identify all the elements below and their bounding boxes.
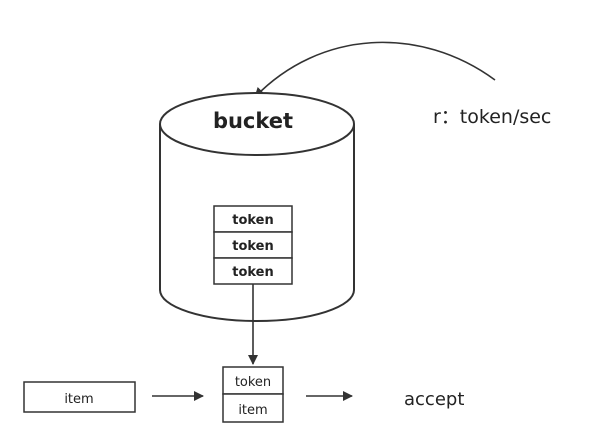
token-label: token [232,239,274,254]
bucket-top [159,92,355,156]
bucket-label: bucket [213,109,293,133]
refill-arrow [254,41,496,98]
combined-box: token item [222,366,284,423]
combined-token-cell [222,366,284,395]
combined-item-cell [222,393,284,423]
accept-label: accept [404,389,464,410]
token-slot [213,231,293,259]
token-label: token [232,213,274,228]
rate-label: r：token/sec [433,106,551,128]
item-label: item [64,392,93,407]
token-stack: token token token [213,205,293,285]
token-label: token [232,265,274,280]
combined-token-label: token [235,375,271,390]
combined-item-label: item [238,403,267,418]
item-box [23,381,136,413]
